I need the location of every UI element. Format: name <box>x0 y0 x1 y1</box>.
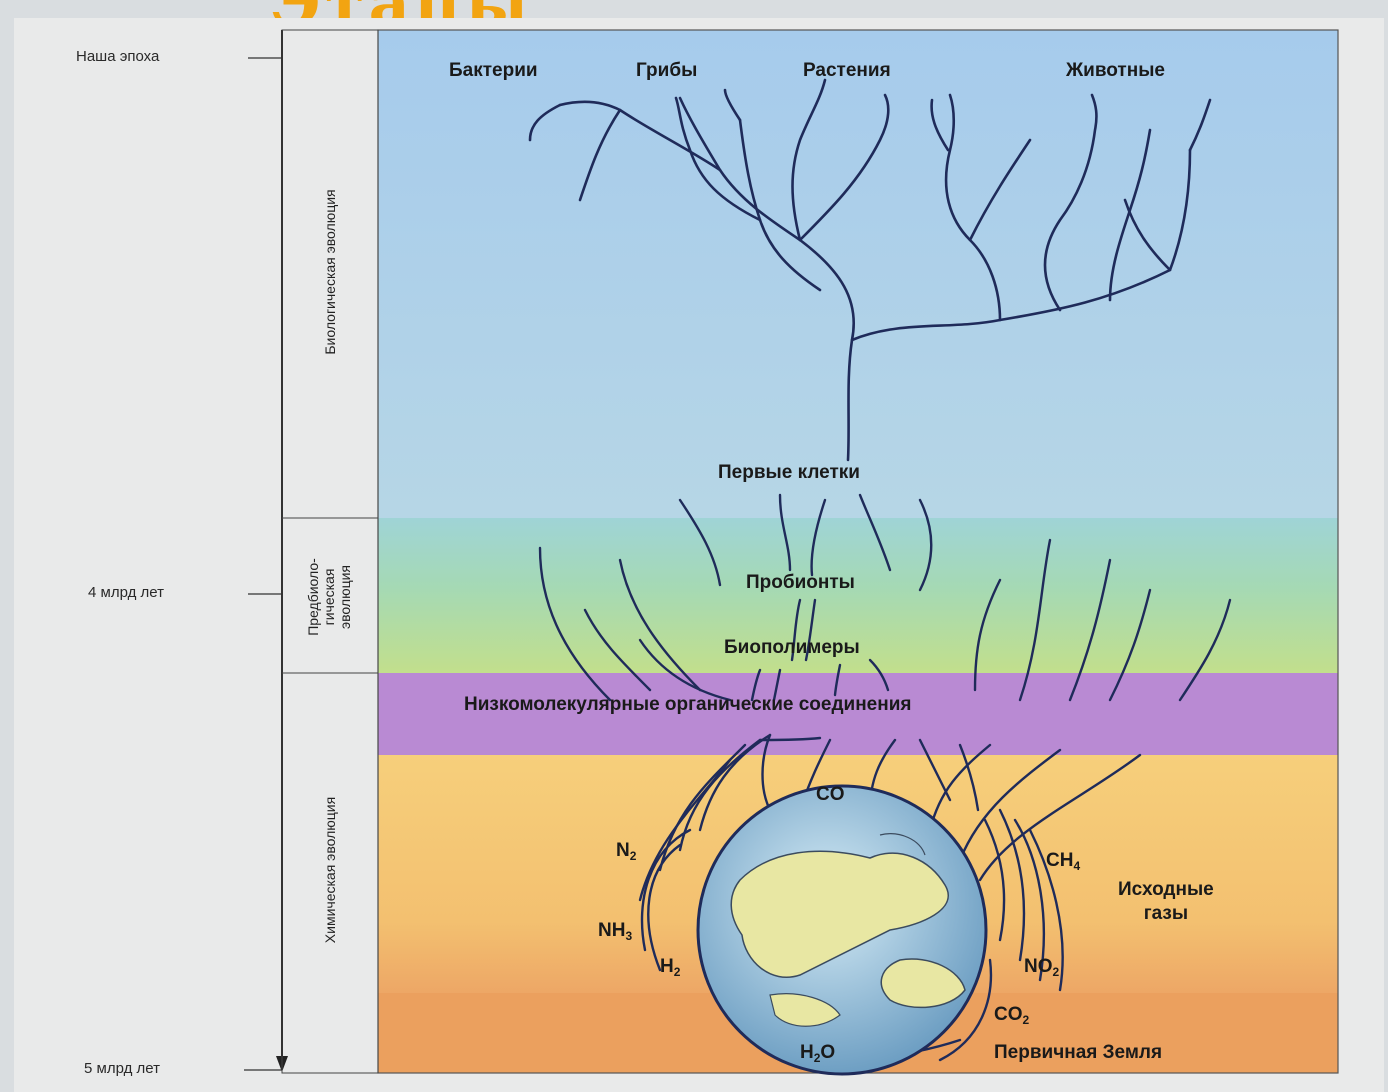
primary-earth-globe <box>698 786 986 1074</box>
stage-low-molecular: Низкомолекулярные органические соединени… <box>464 694 911 716</box>
era-chemical: Химическая эволюция <box>322 750 338 990</box>
primary-earth-label: Первичная Земля <box>994 1042 1162 1064</box>
stage-first-cells: Первые клетки <box>718 462 860 484</box>
kingdom-fungi: Грибы <box>636 60 697 82</box>
era-prebiological: Предбиоло- гическая эволюция <box>305 537 355 657</box>
stage-biopolymers: Биополимеры <box>724 637 860 659</box>
era-biological: Биологическая эволюция <box>322 157 338 387</box>
kingdom-bacteria: Бактерии <box>449 60 538 82</box>
source-gases-label: Исходные газы <box>1118 878 1214 926</box>
time-label-present: Наша эпоха <box>76 48 159 65</box>
band-biological <box>378 30 1338 518</box>
kingdom-plants: Растения <box>803 60 891 82</box>
gas-nh3: NH3 <box>598 920 632 943</box>
gas-co2: CO2 <box>994 1004 1029 1027</box>
kingdom-animals: Животные <box>1066 60 1165 82</box>
time-label-5bn: 5 млрд лет <box>84 1060 160 1077</box>
gas-co: CO <box>816 784 845 806</box>
time-label-4bn: 4 млрд лет <box>88 584 164 601</box>
gas-no2: NO2 <box>1024 956 1059 979</box>
gas-h2: H2 <box>660 956 680 979</box>
stage-probionts: Пробионты <box>746 572 855 594</box>
gas-n2: N2 <box>616 840 636 863</box>
gas-h2o: H2O <box>800 1042 835 1065</box>
gas-ch4: CH4 <box>1046 850 1080 873</box>
